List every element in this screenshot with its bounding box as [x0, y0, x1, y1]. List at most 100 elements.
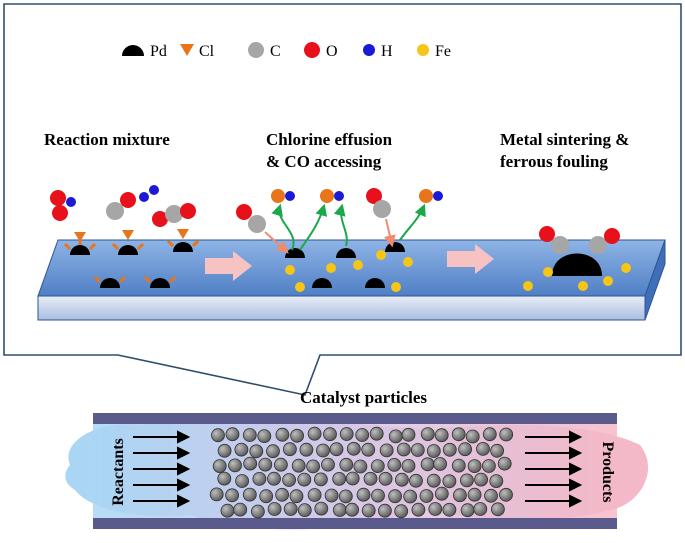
catalyst-particle [233, 502, 248, 517]
catalyst-particle [419, 489, 434, 503]
fe-atom [603, 276, 613, 286]
catalyst-particle [484, 488, 498, 503]
catalyst-particle [410, 443, 425, 457]
catalyst-particle [497, 456, 512, 471]
stage-arrow-2 [447, 244, 494, 274]
catalyst-particle [282, 473, 297, 487]
catalyst-particle [321, 457, 335, 472]
catalyst-particle [379, 443, 394, 458]
catalyst-particle [459, 473, 474, 488]
legend-fe-label: Fe [435, 43, 451, 60]
h-atom [139, 192, 149, 202]
catalyst-particle [266, 444, 280, 459]
fe-atom [353, 260, 363, 270]
c-legend-icon [248, 42, 264, 58]
pd-particle [166, 239, 200, 252]
cl-atom [122, 230, 134, 240]
catalyst-particle [217, 471, 232, 486]
catalyst-particle [378, 471, 393, 486]
catalyst-particle [306, 459, 321, 474]
pd-particle [285, 248, 305, 258]
catalyst-particle [434, 486, 449, 501]
catalyst-particle [363, 471, 378, 486]
catalyst-particle [338, 489, 353, 504]
catalyst-particle [346, 441, 361, 456]
cl-atom [271, 189, 285, 203]
catalyst-particle [371, 488, 385, 503]
tube-bottom-wall [93, 518, 617, 529]
catalyst-particle [458, 442, 473, 457]
catalyst-particle [426, 444, 441, 458]
catalyst-particle [332, 503, 347, 517]
catalyst-particle [249, 444, 264, 459]
tube-top-wall [93, 413, 617, 424]
catalyst-particle [394, 472, 409, 487]
o-atom [152, 211, 168, 227]
catalyst-particle [489, 474, 504, 489]
catalyst-particle [275, 487, 290, 502]
o-atom [120, 192, 136, 208]
catalyst-particle [339, 427, 354, 441]
catalyst-particle [345, 502, 360, 517]
h-legend-icon [363, 44, 375, 56]
pd-particle [336, 248, 356, 258]
o-atom [604, 228, 620, 244]
inlet-flow-arrows [133, 430, 191, 508]
legend-c-label: C [270, 43, 281, 60]
catalyst-particle [499, 487, 513, 502]
cl-atom [320, 189, 334, 203]
catalyst-particle-bed [209, 426, 514, 519]
catalyst-particle [299, 442, 314, 457]
c-atom [248, 215, 266, 233]
catalyst-particle [324, 488, 339, 503]
catalyst-particle [211, 428, 225, 443]
catalyst-particle [316, 443, 330, 458]
catalyst-particle [394, 504, 409, 519]
catalyst-slab [37, 239, 666, 321]
catalyst-particle [297, 503, 312, 518]
catalyst-particle [353, 459, 368, 474]
catalyst-particle [209, 487, 224, 502]
chlorine-effusion-arrow [299, 203, 327, 251]
fe-atom [295, 282, 305, 292]
pd-particle [312, 278, 332, 288]
catalyst-particle [460, 503, 475, 518]
products-label: Products [599, 441, 616, 502]
sintered-pd-particle [552, 253, 602, 276]
catalyst-particle [370, 459, 385, 474]
legend-pd-label: Pd [150, 43, 167, 60]
stage1-surface [50, 185, 200, 288]
fe-atom [523, 281, 533, 291]
o-legend-icon [304, 42, 320, 58]
stage2-label-line1: Chlorine effusion [266, 130, 393, 149]
h-atom [149, 185, 159, 195]
h-atom [285, 191, 295, 201]
cl-atom [419, 189, 433, 203]
catalyst-particle [259, 489, 274, 504]
catalyst-particle [332, 471, 347, 486]
catalyst-particle [388, 429, 403, 444]
chlorine-effusion-arrow [271, 203, 295, 251]
catalyst-particle [313, 472, 328, 487]
catalyst-particle [275, 427, 290, 442]
pd-particle [111, 242, 145, 255]
catalyst-particle [377, 503, 392, 518]
catalyst-particle [473, 502, 488, 516]
catalyst-particle [434, 428, 449, 443]
stage2-surface [236, 188, 443, 292]
fe-atom [326, 263, 336, 273]
c-atom [589, 236, 607, 254]
catalyst-particle [323, 427, 337, 442]
catalyst-particle [267, 502, 282, 516]
catalyst-particle [433, 457, 448, 471]
catalyst-particle [225, 427, 240, 442]
o-atom [52, 205, 68, 221]
catalyst-particle [329, 442, 344, 457]
fe-atom [621, 263, 631, 273]
fe-atom [376, 250, 386, 260]
cl-atom [177, 229, 189, 239]
catalyst-particle [388, 489, 403, 504]
catalyst-particle [290, 428, 305, 443]
c-atom [551, 236, 569, 254]
